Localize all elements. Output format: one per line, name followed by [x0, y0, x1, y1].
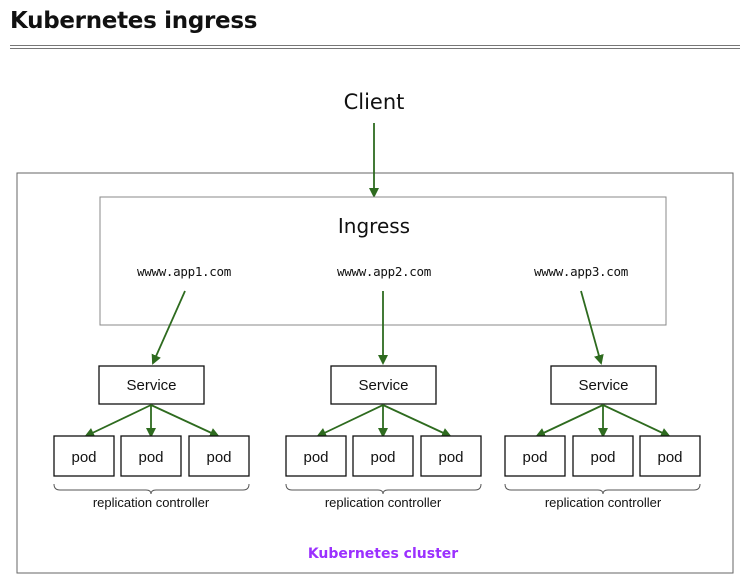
- pod-box: [420, 435, 482, 477]
- service-label: Service: [126, 377, 176, 394]
- host-label-app1: wwww.app1.com: [137, 264, 231, 279]
- service-box: [330, 365, 437, 405]
- pod-label: pod: [438, 449, 463, 466]
- pod-label: pod: [206, 449, 231, 466]
- pod-box: [352, 435, 414, 477]
- service-box: [550, 365, 657, 405]
- pod-label: pod: [71, 449, 96, 466]
- replication-bracket: [504, 483, 701, 495]
- service-to-pod-arrow: [150, 404, 220, 438]
- replication-controller-label: replication controller: [545, 495, 662, 510]
- service-box: [98, 365, 205, 405]
- replication-bracket: [53, 483, 250, 495]
- replication-controller-label: replication controller: [93, 495, 210, 510]
- pod-box: [120, 435, 182, 477]
- pod-label: pod: [303, 449, 328, 466]
- pod-box: [639, 435, 701, 477]
- title-divider: [10, 45, 740, 49]
- pod-box: [504, 435, 566, 477]
- service-to-pod-arrow: [84, 404, 152, 438]
- ingress-label: Ingress: [338, 214, 410, 238]
- pod-label: pod: [657, 449, 682, 466]
- pod-label: pod: [522, 449, 547, 466]
- pod-box: [188, 435, 250, 477]
- page-title: Kubernetes ingress: [10, 8, 258, 34]
- host-to-service-arrow: [580, 290, 604, 365]
- replication-bracket: [285, 483, 482, 495]
- client-label: Client: [344, 90, 405, 114]
- service-label: Service: [358, 377, 408, 394]
- replication-controller-label: replication controller: [325, 495, 442, 510]
- pod-label: pod: [138, 449, 163, 466]
- service-to-pod-arrow: [602, 404, 671, 438]
- service-to-pod-arrow: [535, 404, 604, 438]
- service-label: Service: [578, 377, 628, 394]
- pod-box: [285, 435, 347, 477]
- host-label-app2: wwww.app2.com: [337, 264, 431, 279]
- pod-label: pod: [590, 449, 615, 466]
- service-to-pod-arrow: [382, 404, 452, 438]
- cluster-boundary: [16, 172, 734, 574]
- pod-box: [53, 435, 115, 477]
- service-to-pod-arrow: [316, 404, 384, 438]
- host-label-app3: wwww.app3.com: [534, 264, 628, 279]
- host-to-service-arrow: [151, 290, 186, 365]
- cluster-label: Kubernetes cluster: [308, 546, 458, 562]
- pod-box: [572, 435, 634, 477]
- pod-label: pod: [370, 449, 395, 466]
